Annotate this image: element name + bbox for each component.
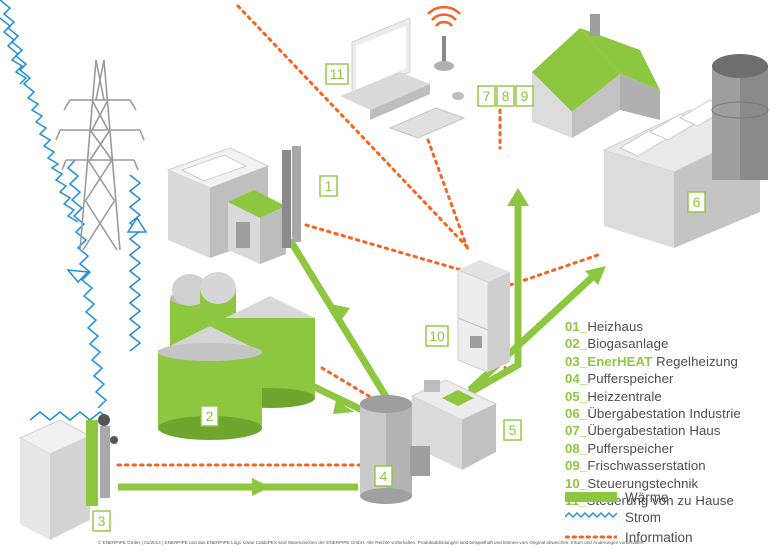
label-7-8-9: 7 8 9 <box>477 85 534 107</box>
legend-item-number: 02 <box>565 336 580 352</box>
legend-item-number: 08 <box>565 440 580 456</box>
legend-item-label: Pufferspeicher <box>587 440 674 456</box>
legend-item: 06_Übergabestation Industrie <box>565 406 741 422</box>
legend-item-number: 07 <box>565 423 580 439</box>
label-2: 2 <box>206 408 214 424</box>
label-1: 1 <box>325 178 333 194</box>
legend-item: 04_Pufferspeicher <box>565 371 674 387</box>
key-info-label: Information <box>625 529 693 545</box>
legend-item-number: 03 <box>565 353 580 369</box>
power-lines <box>0 0 142 421</box>
legend-item: 02_Biogasanlage <box>565 336 669 352</box>
legend-item: 03_EnerHEAT Regelheizung <box>565 353 738 369</box>
legend-item-label: Pufferspeicher <box>587 371 674 387</box>
control-cabinet <box>457 260 510 373</box>
home-computer <box>340 5 466 139</box>
heat-arrowheads <box>252 188 606 496</box>
key-power-label: Strom <box>625 509 662 525</box>
buffer-tank <box>360 395 412 504</box>
enerheat-unit <box>18 414 118 540</box>
key-heat: Wärme <box>565 488 765 506</box>
legend-item: 08_Pufferspeicher <box>565 440 674 456</box>
label-8: 8 <box>502 88 510 104</box>
power-pylon <box>55 59 145 251</box>
label-11: 11 <box>330 66 345 82</box>
key-power: Strom <box>565 508 765 526</box>
legend-item-label: Heizzentrale <box>587 388 662 404</box>
label-3: 3 <box>98 513 106 529</box>
legend-item-number: 05 <box>565 388 580 404</box>
label-10: 10 <box>429 328 445 344</box>
legend-item-label: Heizhaus <box>587 319 644 334</box>
legend-item-number: 09 <box>565 458 580 474</box>
legend-item-number: 04 <box>565 371 580 387</box>
power-swatch <box>565 512 617 518</box>
copyright-footer: © ENERPIPE GmbH | 01/2014 | ENERPIPE und… <box>98 540 645 545</box>
heizhaus-building <box>166 146 301 264</box>
legend-item-label: Steuerungstechnik <box>587 475 699 491</box>
biogas-plant <box>158 272 315 440</box>
legend-item-highlight: EnerHEAT <box>587 353 653 369</box>
legend-item-label: Regelheizung <box>656 353 738 369</box>
legend-item-label: Übergabestation Industrie <box>587 406 741 422</box>
legend-item-number: 06 <box>565 406 580 422</box>
legend-item-label: Biogasanlage <box>587 336 669 352</box>
label-7: 7 <box>483 88 491 104</box>
label-9: 9 <box>521 88 529 104</box>
heat-swatch <box>565 492 617 502</box>
legend-item-label: Steuerung von zu Hause <box>586 493 734 509</box>
legend-item: 09_Frischwasserstation <box>565 458 706 474</box>
house <box>532 14 660 138</box>
legend-item-number: 01 <box>565 319 580 334</box>
legend-item-label: Übergabestation Haus <box>587 423 721 439</box>
label-4: 4 <box>380 468 388 484</box>
legend-item: 07_Übergabestation Haus <box>565 423 721 439</box>
industry-building <box>602 54 769 248</box>
label-5: 5 <box>509 422 517 438</box>
info-swatch <box>565 535 617 539</box>
power-arrowheads <box>66 216 148 284</box>
label-6: 6 <box>693 194 701 210</box>
legend-item-number: 10 <box>565 475 580 491</box>
heizzentrale <box>410 379 498 476</box>
legend-item-label: Frischwasserstation <box>587 458 706 474</box>
legend-item: 10_Steuerungstechnik <box>565 475 699 491</box>
legend-item: 05_Heizzentrale <box>565 388 662 404</box>
key-info: Information <box>565 528 765 546</box>
legend-item: 01_Heizhaus <box>565 319 644 334</box>
key-heat-label: Wärme <box>625 489 669 505</box>
